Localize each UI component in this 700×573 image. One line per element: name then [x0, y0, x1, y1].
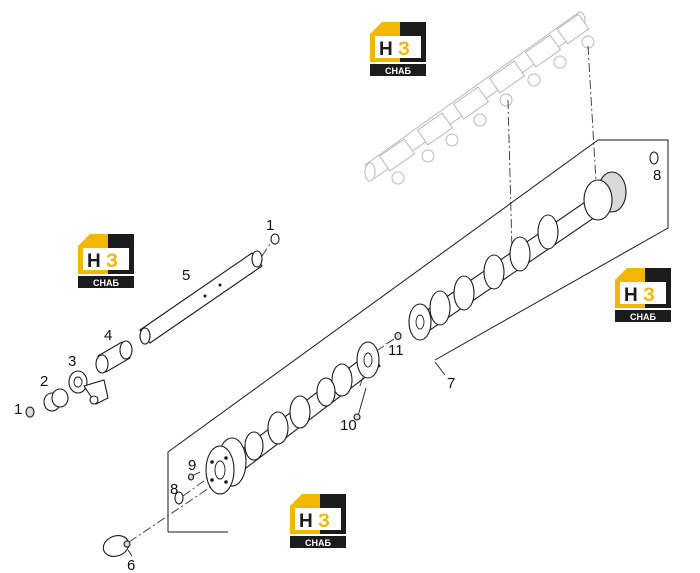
callout-2: 2	[40, 373, 48, 390]
sleeve	[95, 340, 133, 374]
callout-11: 11	[388, 342, 404, 359]
assembly-frame	[167, 139, 669, 533]
pin-9	[187, 471, 201, 481]
callout-10: 10	[340, 417, 357, 434]
callout-3: 3	[68, 353, 76, 370]
bushing	[43, 388, 69, 412]
svg-text:СНАБ: СНАБ	[93, 278, 119, 288]
callout-5: 5	[182, 267, 190, 284]
watermark-logo-left: СНАБ	[78, 234, 134, 288]
bolt-10	[353, 387, 367, 421]
callout-1-left: 1	[14, 401, 22, 418]
watermark-logo-bottom: СНАБ	[290, 494, 346, 548]
rocker-shaft-ghost	[364, 11, 595, 185]
callout-7: 7	[447, 375, 455, 392]
svg-text:СНАБ: СНАБ	[305, 538, 331, 548]
watermark-logo-top: СНАБ	[370, 22, 426, 76]
callout-4: 4	[104, 327, 112, 344]
tube-shaft	[139, 250, 263, 345]
camshaft	[205, 171, 627, 495]
svg-text:СНАБ: СНАБ	[630, 312, 656, 322]
callout-8-rear: 8	[653, 167, 661, 184]
bolt-11	[385, 331, 402, 345]
callout-1-top: 1	[266, 217, 274, 234]
plug-top	[270, 233, 280, 245]
plug-left	[25, 406, 35, 418]
callout-6: 6	[127, 557, 135, 573]
callout-8-front: 8	[170, 481, 178, 498]
svg-text:СНАБ: СНАБ	[385, 66, 411, 76]
o-ring-6	[102, 535, 131, 557]
watermark-logo-right: СНАБ	[615, 268, 671, 322]
seal-ring-8-rear	[649, 151, 659, 165]
callout-9: 9	[188, 457, 196, 474]
seal-ring-8-front	[174, 491, 184, 505]
bracket	[68, 370, 109, 405]
